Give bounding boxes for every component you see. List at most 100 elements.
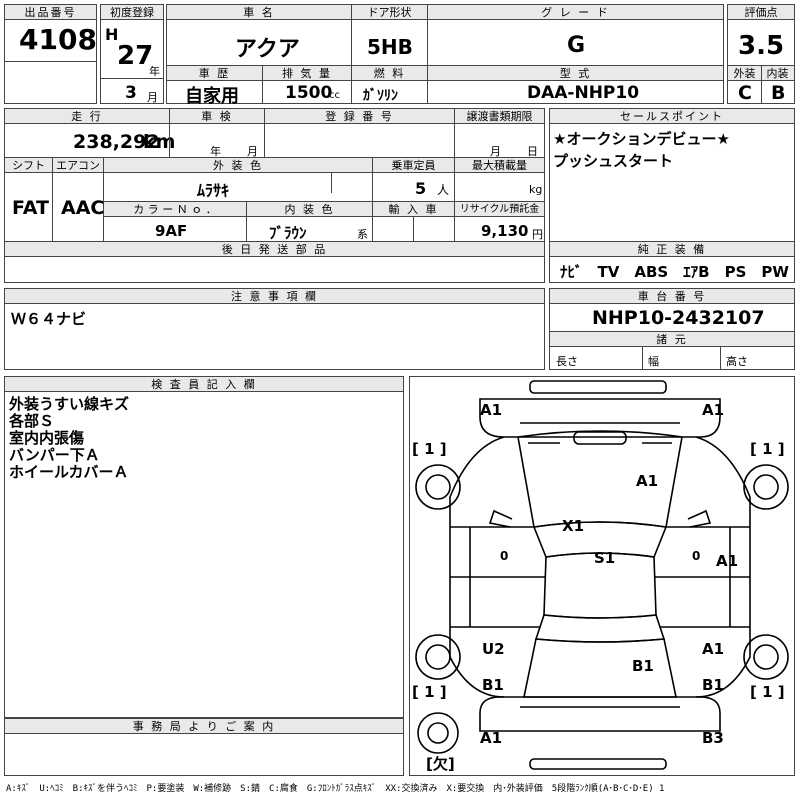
spec-table: 走 行 238,292 km 車 検 年 月 登 録 番 号 譲渡書類期限 月 … xyxy=(4,108,545,242)
color-number-label: カ ラ ー Ｎ ｏ ． xyxy=(104,202,246,217)
displacement-unit: cc xyxy=(329,90,340,101)
inspector-note-3: 室内内張傷 xyxy=(9,429,85,447)
color-number: 9AF xyxy=(155,222,188,240)
sales-point-label: セールスポイント xyxy=(550,109,794,124)
sales-point-box: セールスポイント ★オークションデビュー★ プッシュスタート xyxy=(549,108,795,242)
inspection-label: 車 検 xyxy=(170,109,264,124)
car-outline-drawing xyxy=(415,380,789,770)
mileage-unit: km xyxy=(143,131,176,153)
month-unit: 月 xyxy=(147,91,158,104)
chassis-number-label: 車 台 番 号 xyxy=(550,289,794,304)
max-load-label: 最大積載量 xyxy=(455,158,544,173)
door-type-label: ドア形状 xyxy=(352,5,427,20)
office-info-box: 事 務 局 よ り ご 案 内 xyxy=(4,718,404,776)
score-label: 評価点 xyxy=(728,5,794,20)
first-registration-box: 初度登録 H 27 年 3 月 xyxy=(100,4,164,104)
car-damage-diagram: A1 A1 [ 1 ] [ 1 ] A1 X1 S1 A1 0 0 U2 A1 … xyxy=(409,376,795,776)
interior-color-unit: 系 xyxy=(357,228,368,241)
inspection-month-unit: 月 xyxy=(247,145,258,158)
aircon-label: エアコン xyxy=(53,158,103,173)
inspector-note-4: バンパー下Ａ xyxy=(9,446,100,464)
mark-tire-right-front: [ 1 ] xyxy=(750,440,785,458)
registration-number-label: 登 録 番 号 xyxy=(265,109,454,124)
mark-windshield: X1 xyxy=(562,517,585,535)
chassis-number: NHP10-2432107 xyxy=(592,307,765,329)
exterior-color-label: 外 装 色 xyxy=(104,158,372,173)
sales-point-line-1: ★オークションデビュー★ xyxy=(553,130,730,148)
inspector-note-1: 外装うすい線キズ xyxy=(9,395,130,413)
shift: FAT xyxy=(12,197,49,219)
overall-score: 3.5 xyxy=(738,31,785,61)
inspector-note-5: ホイールカバーＡ xyxy=(9,463,129,481)
height-label: 高さ xyxy=(726,355,748,368)
exterior-grade-label: 外装 xyxy=(728,66,761,81)
capacity-label: 乗車定員 xyxy=(373,158,454,173)
exterior-grade: C xyxy=(738,82,752,104)
first-registration-label: 初度登録 xyxy=(101,5,163,20)
width-label: 幅 xyxy=(648,355,659,368)
sales-point-line-2: プッシュスタート xyxy=(553,152,674,170)
recycle-deposit-unit: 円 xyxy=(532,228,543,241)
mark-rear-right: B3 xyxy=(702,729,724,747)
dimensions-label: 諸 元 xyxy=(550,332,794,347)
mileage-label: 走 行 xyxy=(5,109,169,124)
mark-tire-right-rear: [ 1 ] xyxy=(750,683,785,701)
later-shipping-parts-label: 後 日 発 送 部 品 xyxy=(5,242,544,257)
later-shipping-parts-box: 後 日 発 送 部 品 xyxy=(4,241,545,283)
history: 自家用 xyxy=(185,86,239,107)
interior-grade-label: 内装 xyxy=(761,66,794,81)
chassis-box: 車 台 番 号 NHP10-2432107 諸 元 長さ 幅 高さ xyxy=(549,288,795,370)
mark-left-rear-quarter: B1 xyxy=(482,676,504,694)
mark-right-front-door: A1 xyxy=(716,552,739,570)
capacity-unit: 人 xyxy=(437,183,450,197)
mark-spare-tire: [欠] xyxy=(426,755,455,773)
grade: G xyxy=(567,33,586,58)
lot-number-box: 出品番号 4108 xyxy=(4,4,97,62)
mark-roof: S1 xyxy=(594,549,616,567)
inspection-year-unit: 年 xyxy=(210,145,221,158)
caution-label: 注 意 事 項 欄 xyxy=(5,289,544,304)
mileage: 238,292 xyxy=(73,131,160,153)
length-label: 長さ xyxy=(556,355,578,368)
mark-right-rear-quarter: B1 xyxy=(702,676,724,694)
caution-box: 注 意 事 項 欄 Ｗ６４ナビ xyxy=(4,288,545,370)
mark-left-door-zero: 0 xyxy=(500,549,509,563)
registration-year: 27 xyxy=(117,41,154,71)
genuine-equipment-label: 純 正 装 備 xyxy=(550,242,794,257)
year-unit: 年 xyxy=(149,65,160,78)
mark-tire-left-front: [ 1 ] xyxy=(412,440,447,458)
era-letter: H xyxy=(105,25,119,44)
transfer-month-unit: 月 xyxy=(490,145,501,158)
history-label: 車 歴 xyxy=(167,66,262,81)
mark-trunk: B1 xyxy=(632,657,654,675)
exterior-color: ﾑﾗｻｷ xyxy=(197,181,230,200)
caution-text: Ｗ６４ナビ xyxy=(11,310,87,328)
transfer-deadline-label: 譲渡書類期限 xyxy=(455,109,544,124)
lot-number-lower xyxy=(4,61,97,104)
car-name-label: 車 名 xyxy=(167,5,351,20)
capacity: 5 xyxy=(415,179,427,198)
office-info-label: 事 務 局 よ り ご 案 内 xyxy=(5,719,403,734)
recycle-deposit-label: リサイクル預託金 xyxy=(455,202,544,217)
interior-color: ﾌﾞﾗｳﾝ xyxy=(269,224,307,242)
mark-right-rear-fender: A1 xyxy=(702,640,725,658)
mark-right-door-zero: 0 xyxy=(692,549,701,563)
door-type: 5HB xyxy=(367,35,413,59)
mark-left-rear-fender: U2 xyxy=(482,640,505,658)
registration-month: 3 xyxy=(125,83,137,103)
inspector-notes-box: 検 査 員 記 入 欄 外装うすい線キズ 各部Ｓ 室内内張傷 バンパー下Ａ ホイ… xyxy=(4,376,404,718)
interior-color-label: 内 装 色 xyxy=(247,202,372,217)
mark-tire-left-rear: [ 1 ] xyxy=(412,683,447,701)
genuine-equipment-items: ﾅﾋﾞ TV ABS ｴｱB PS PW xyxy=(560,263,789,281)
lot-number: 4108 xyxy=(19,23,97,56)
mark-front-right: A1 xyxy=(702,401,725,419)
mark-hood: A1 xyxy=(636,472,659,490)
model-code: DAA-NHP10 xyxy=(527,83,640,103)
max-load-unit: kg xyxy=(529,183,543,196)
score-box: 評価点 3.5 外装 内装 C B xyxy=(727,4,795,104)
transfer-day-unit: 日 xyxy=(527,145,538,158)
import-car-label: 輸 入 車 xyxy=(373,202,454,217)
mark-rear-left: A1 xyxy=(480,729,503,747)
inspector-note-2: 各部Ｓ xyxy=(9,412,55,430)
interior-grade: B xyxy=(771,82,786,104)
